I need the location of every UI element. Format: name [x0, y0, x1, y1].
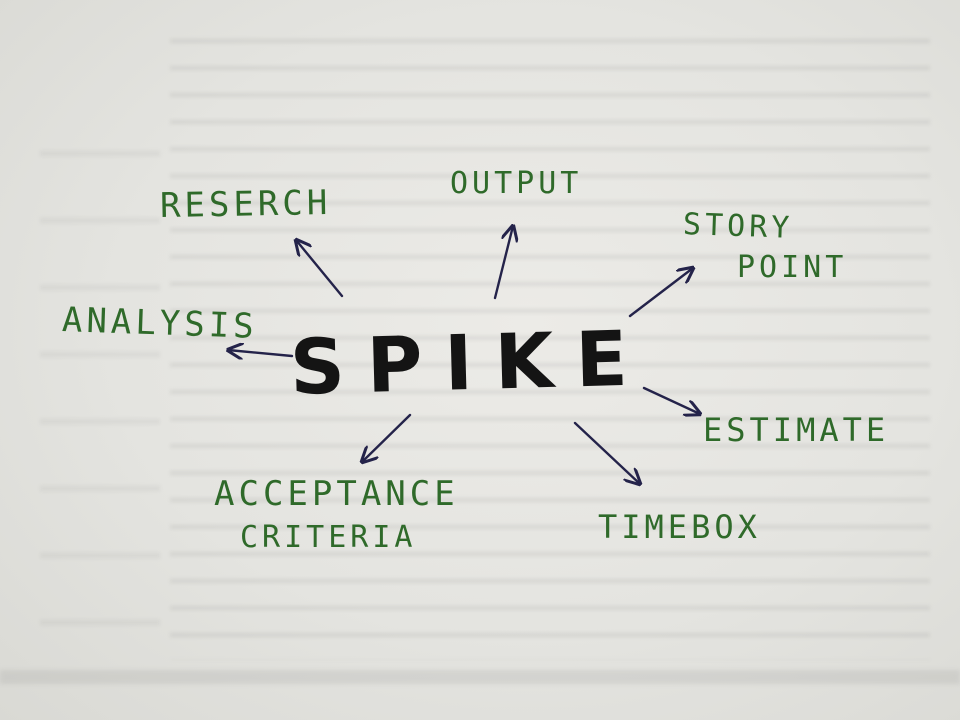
label-story-point-line1: STORY: [682, 207, 794, 246]
bleed-through-text: [170, 20, 930, 660]
arrow-to-timebox: [573, 421, 640, 484]
bleed-through-margin: [40, 90, 160, 650]
label-story-point-line2: POINT: [737, 250, 848, 285]
label-timebox: TIMEBOX: [598, 508, 761, 546]
arrow-to-output: [493, 226, 513, 300]
label-output: OUTPUT: [450, 166, 583, 201]
arrow-to-analysis: [228, 350, 294, 356]
label-acceptance-criteria-line2: CRITERIA: [240, 520, 417, 555]
label-reserch: RESERCH: [159, 183, 332, 226]
bleed-through-footer: [0, 670, 960, 684]
arrow-to-estimate: [642, 386, 700, 414]
label-acceptance-criteria-line1: ACCEPTANCE: [214, 474, 459, 514]
center-node-spike: SPIKE: [288, 313, 651, 412]
arrow-to-research: [296, 240, 344, 298]
arrow-to-story-point: [628, 268, 693, 318]
label-analysis: ANALYSIS: [61, 300, 259, 347]
label-estimate: ESTIMATE: [703, 411, 890, 449]
arrow-to-acceptance-criteria: [362, 413, 412, 462]
